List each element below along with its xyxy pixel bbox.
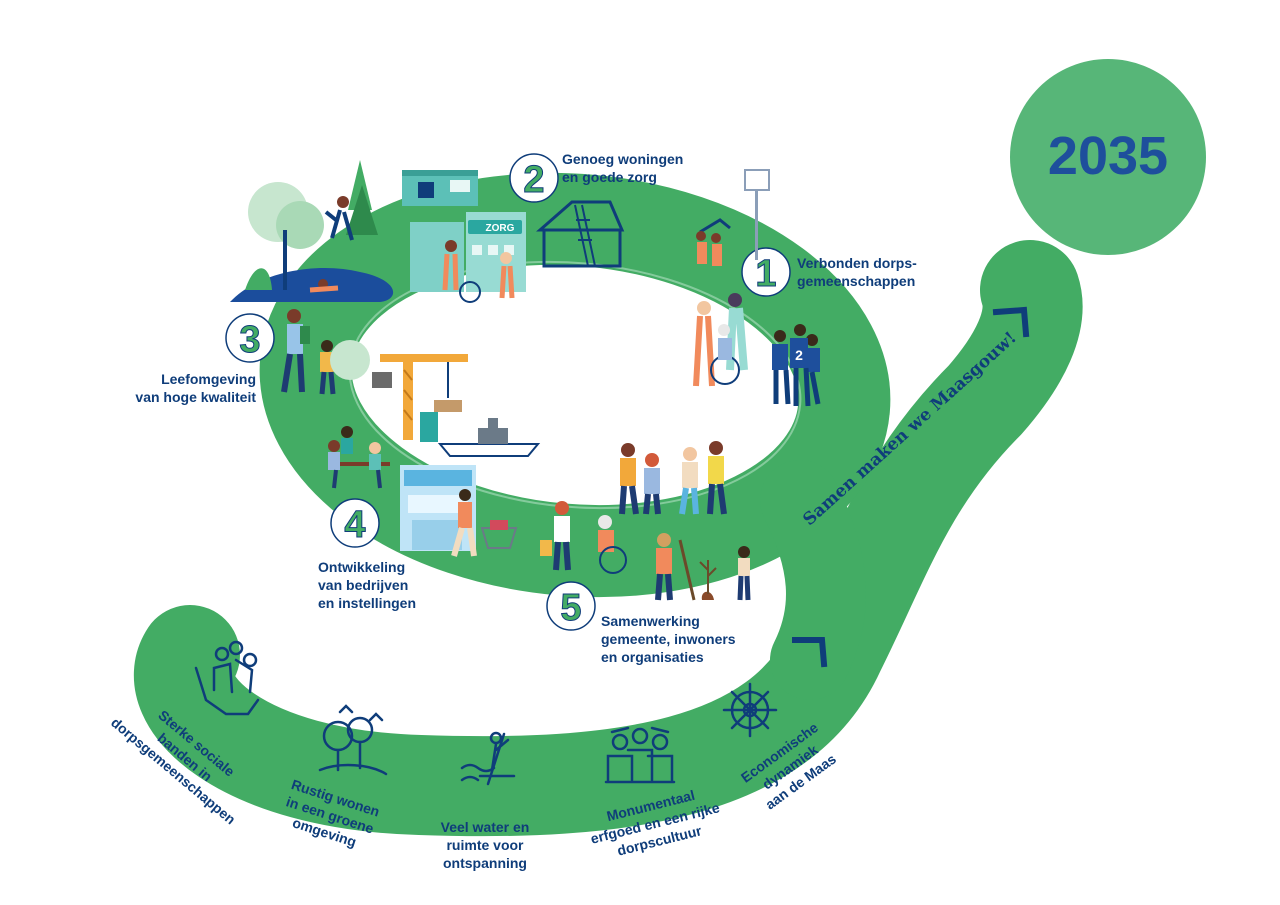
zorg-sign-text: ZORG [486, 223, 515, 234]
theme-label-1: Verbonden dorps- gemeenschappen [797, 255, 917, 289]
hikers-scene [281, 309, 370, 395]
shop-scene [400, 465, 518, 557]
ship-wheel-icon [722, 682, 778, 738]
theme-number-2: 2 [523, 159, 544, 201]
theme-number-4: 4 [344, 504, 365, 546]
year-badge [1010, 59, 1206, 255]
green-nature-icon [318, 704, 388, 776]
theme-number-1: 1 [755, 253, 776, 295]
shirt-number-text: 2 [795, 347, 803, 363]
theme-number-3: 3 [239, 319, 260, 361]
theme-number-badge-3: 3 [225, 313, 275, 363]
theme-label-5: Samenwerking gemeente, inwoners en organ… [601, 613, 736, 665]
community-scene: 2 [693, 169, 821, 407]
theme-number-badge-4: 4 [330, 498, 380, 548]
community-hands-icon [194, 640, 260, 716]
housing-care-scene: ZORG [402, 170, 625, 303]
theme-label-3: Leefomgeving van hoge kwaliteit [135, 371, 256, 405]
theme-number-5: 5 [560, 587, 581, 629]
crane-ship-scene [372, 354, 541, 457]
chevron-icon [792, 637, 828, 668]
theme-number-badge-5: 5 [546, 581, 596, 631]
pillar-label-3: Veel water en ruimte voor ontspanning [440, 819, 530, 871]
year-label: 2035 [1047, 126, 1169, 186]
theme-label-2: Genoeg woningen en goede zorg [562, 151, 684, 185]
heritage-people-icon [604, 726, 676, 784]
theme-number-badge-1: 1 [741, 247, 791, 297]
chevron-up-icon [992, 306, 1030, 338]
theme-label-4: Ontwikkeling van bedrijven en instelling… [318, 559, 417, 611]
football-team: 2 [772, 324, 821, 407]
paddleboard-water-icon [460, 731, 516, 786]
collaboration-scene [540, 441, 751, 601]
theme-number-badge-2: 2 [509, 153, 559, 203]
terrace-scene [328, 426, 390, 489]
nature-swimming-scene [230, 160, 394, 302]
